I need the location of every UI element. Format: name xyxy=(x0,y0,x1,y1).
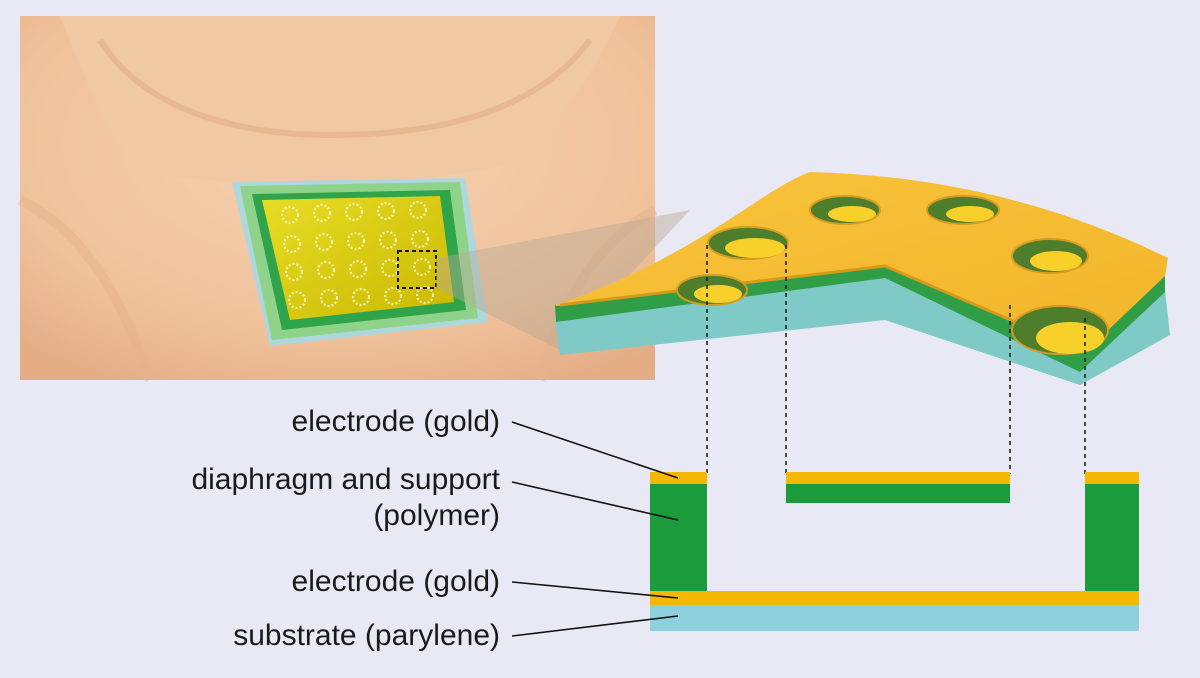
label-diaphragm-line1: diaphragm and support xyxy=(191,463,500,496)
label-substrate: substrate (parylene) xyxy=(233,619,500,652)
label-diaphragm-line2: (polymer) xyxy=(373,499,500,532)
diaphragm xyxy=(786,484,1010,503)
label-diaphragm: diaphragm and support (polymer) xyxy=(191,462,500,534)
top-electrode-left xyxy=(650,472,707,484)
leader-lines xyxy=(511,421,679,637)
label-electrode-bottom: electrode (gold) xyxy=(291,565,500,598)
zoom-3d-section xyxy=(555,172,1170,385)
top-electrode-diaphragm xyxy=(786,472,1010,484)
cross-section xyxy=(650,472,1139,631)
label-electrode-top: electrode (gold) xyxy=(291,405,500,438)
zoom-projection xyxy=(436,210,690,350)
top-electrode-right xyxy=(1085,472,1139,484)
support-right xyxy=(1085,484,1139,591)
bottom-electrode xyxy=(650,591,1139,605)
sensor-patch xyxy=(232,178,488,346)
projection-guides xyxy=(706,245,1086,474)
substrate-layer xyxy=(650,605,1139,631)
support-left xyxy=(650,484,707,591)
